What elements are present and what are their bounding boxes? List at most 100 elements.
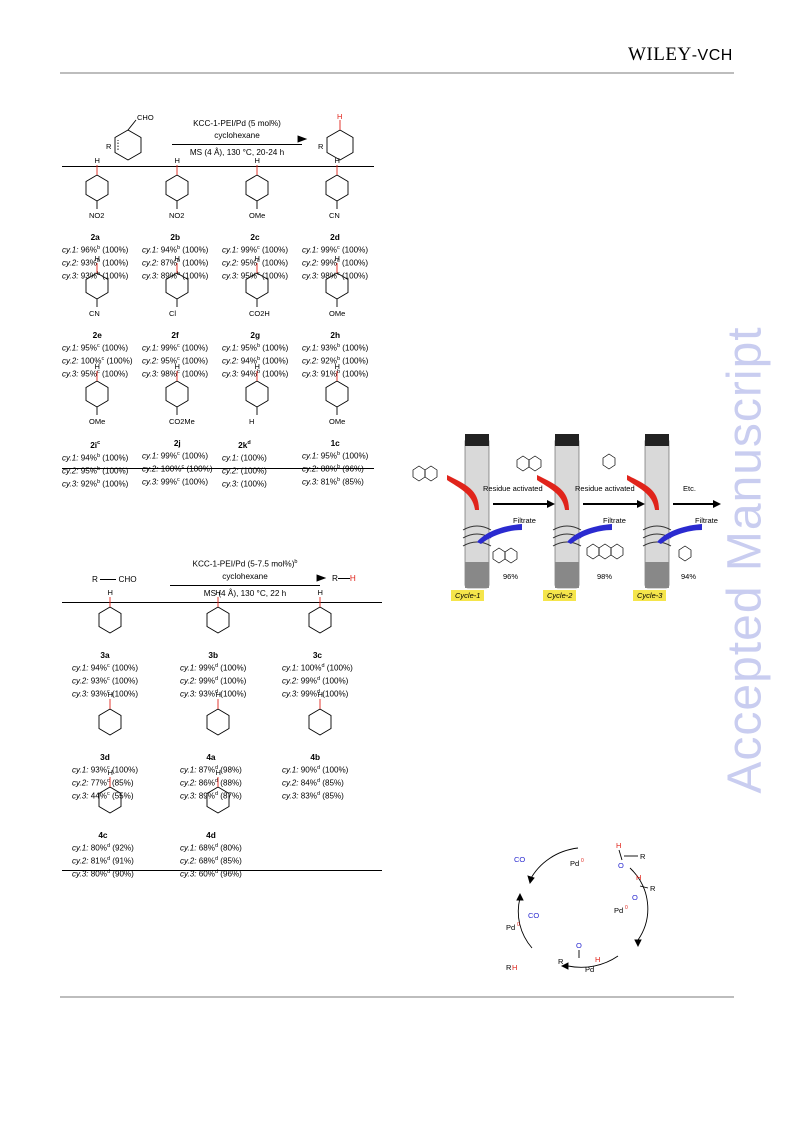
- arrow-head-icon: [297, 135, 308, 143]
- cycle-1-label: Cycle-1: [451, 590, 485, 601]
- yield-row: cy.2: 95%c (100%): [142, 356, 209, 366]
- yield-row: cy.1: 87%d (98%): [180, 765, 242, 775]
- svg-text:H: H: [255, 254, 260, 263]
- yield-row: cy.2: 87%b (100%): [142, 258, 209, 268]
- benzene-ring-structure: H: [206, 768, 230, 814]
- yield-row: cy.1: 99%c (100%): [142, 343, 209, 353]
- yield-row: cy.2: 68%d (85%): [180, 856, 242, 866]
- compound-label: 3b: [208, 650, 219, 660]
- svg-text:CO2Me: CO2Me: [169, 417, 195, 426]
- benzene-ring-structure: HCl: [165, 254, 189, 318]
- label-residue-activated-1: Residue activated: [483, 484, 543, 493]
- svg-text:H: H: [108, 768, 113, 777]
- svg-text:CN: CN: [329, 211, 340, 220]
- yield-row: cy.3: 81%b (85%): [302, 476, 364, 487]
- scheme2-conditions: KCC-1-PEI/Pd (5-7.5 mol%)b cyclohexane M…: [170, 556, 320, 600]
- compound-label: 2f: [171, 330, 179, 340]
- compound-label: 3c: [312, 650, 323, 660]
- compound-label: 2a: [90, 232, 100, 242]
- svg-text:OMe: OMe: [329, 417, 345, 426]
- yield-row: cy.1: 94%b (100%): [62, 452, 129, 463]
- scheme1-reagent: KCC-1-PEI/Pd (5 mol%): [193, 119, 281, 128]
- scheme2-conditions-text: MS (4 Å), 130 °C, 22 h: [170, 584, 320, 600]
- scheme-2: R CHO KCC-1-PEI/Pd (5-7.5 mol%)b cyclohe…: [62, 556, 382, 879]
- benzene-ring-structure: H: [206, 690, 230, 736]
- svg-text:H: H: [216, 768, 221, 777]
- yield-row: cy.1: 99%c (100%): [302, 245, 369, 255]
- publisher-logo: WILEY-VCH: [628, 44, 733, 65]
- svg-text:H: H: [512, 963, 517, 972]
- yield-row: cy.1: 94%c (100%): [72, 663, 139, 673]
- svg-text:H: H: [318, 588, 323, 597]
- yield-row: cy.3: (100%): [222, 479, 267, 489]
- yield-row: cy.3: 60%d (96%): [180, 868, 242, 879]
- svg-text:CO: CO: [528, 911, 539, 920]
- benzene-ring-structure: H: [98, 588, 122, 634]
- compound-label: 2g: [250, 330, 261, 340]
- svg-text:H: H: [108, 588, 113, 597]
- compound-label: 2c: [250, 232, 260, 242]
- yield-row: cy.3: 83%d (85%): [282, 790, 344, 801]
- svg-text:H: H: [616, 841, 621, 850]
- recycling-photo: Residue activated Residue activated Etc.…: [407, 430, 723, 605]
- benzene-ring-structure: HCN: [85, 254, 109, 318]
- benzene-ring-structure: H OMe: [85, 362, 109, 426]
- yield-row: cy.3: 93%d (100%): [180, 688, 247, 699]
- svg-text:0: 0: [625, 905, 628, 911]
- yield-row: cy.3: 91%b (100%): [302, 368, 369, 379]
- yield-row: cy.3: 95%c (100%): [62, 368, 129, 379]
- aryl-aldehyde-structure: CHO R: [106, 113, 154, 161]
- arrow-head-icon: [316, 574, 327, 582]
- svg-text:H: H: [318, 690, 323, 699]
- benzene-ring-structure: H: [206, 588, 230, 634]
- yield-cycle-1: 96%: [503, 572, 519, 581]
- svg-text:H: H: [216, 588, 221, 597]
- yield-row: cy.3: 80%d (90%): [72, 868, 134, 879]
- label-filtrate-1: Filtrate: [513, 516, 536, 525]
- svg-text:H: H: [95, 362, 100, 371]
- compound-label: 3a: [100, 650, 110, 660]
- yield-row: cy.1: 68%d (80%): [180, 843, 242, 853]
- svg-text:Cl: Cl: [169, 309, 176, 318]
- svg-text:H: H: [175, 156, 180, 165]
- label-filtrate-2: Filtrate: [603, 516, 626, 525]
- compound-label: 4c: [98, 830, 108, 840]
- cycle-3-label: Cycle-3: [633, 590, 667, 601]
- yield-row: cy.2: 99%d (100%): [282, 676, 349, 686]
- scheme-1: CHO R KCC-1-PEI/Pd (5 mol%) cyclohexane …: [62, 100, 374, 500]
- yield-row: cy.2: 93%b (100%): [62, 258, 129, 268]
- svg-text:H: H: [175, 362, 180, 371]
- yield-row: cy.1: 80%d (92%): [72, 843, 134, 853]
- header-rule: [60, 72, 734, 74]
- recycling-illustration: [412, 434, 721, 589]
- svg-text:H: H: [255, 362, 260, 371]
- yield-row: cy.3: 92%b (100%): [62, 478, 129, 489]
- svg-text:OMe: OMe: [89, 417, 105, 426]
- yield-row: cy.1: 96%b (100%): [62, 245, 129, 255]
- yield-row: cy.2: (100%): [222, 466, 267, 476]
- benzene-ring-structure: H: [308, 690, 332, 736]
- arene-product-structure: H R: [318, 112, 354, 161]
- yield-row: cy.2: 86%d (88%): [180, 778, 242, 788]
- label-etc: Etc.: [683, 484, 696, 493]
- yield-row: cy.2: 84%d (85%): [282, 778, 344, 788]
- svg-text:CO2H: CO2H: [249, 309, 270, 318]
- compound-label: 2b: [170, 232, 181, 242]
- yield-row: cy.2: 93%c (100%): [72, 676, 139, 686]
- yield-row: cy.1: 90%d (100%): [282, 765, 349, 775]
- compound-label: 2h: [330, 330, 341, 340]
- benzene-ring-structure: HH: [245, 362, 269, 426]
- svg-text:H: H: [95, 254, 100, 263]
